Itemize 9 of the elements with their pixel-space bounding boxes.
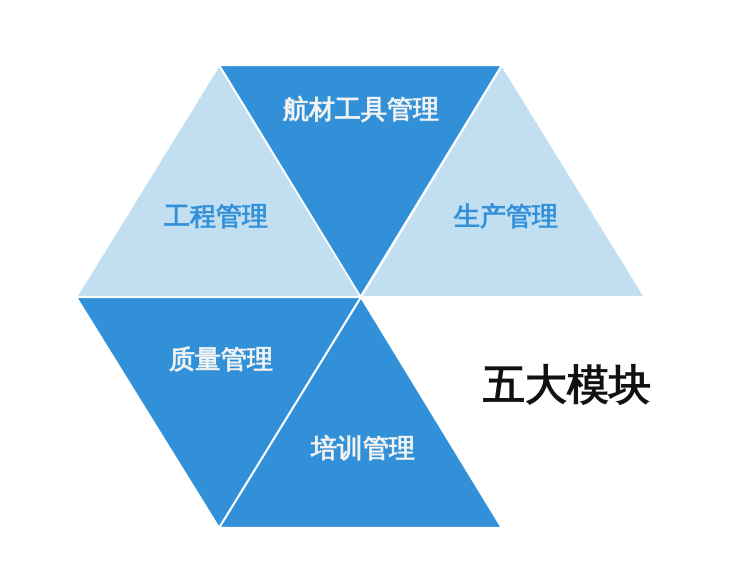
segment-label: 质量管理	[169, 346, 273, 376]
segment-label: 培训管理	[311, 435, 415, 465]
triangle-segment	[361, 65, 645, 297]
segment-label: 工程管理	[164, 203, 268, 233]
heading-label: 五大模块	[483, 360, 651, 410]
triangle-segment	[76, 65, 361, 297]
segment-label: 航材工具管理	[283, 96, 439, 126]
triangle-segment	[76, 297, 361, 528]
segment-label: 生产管理	[454, 203, 558, 233]
